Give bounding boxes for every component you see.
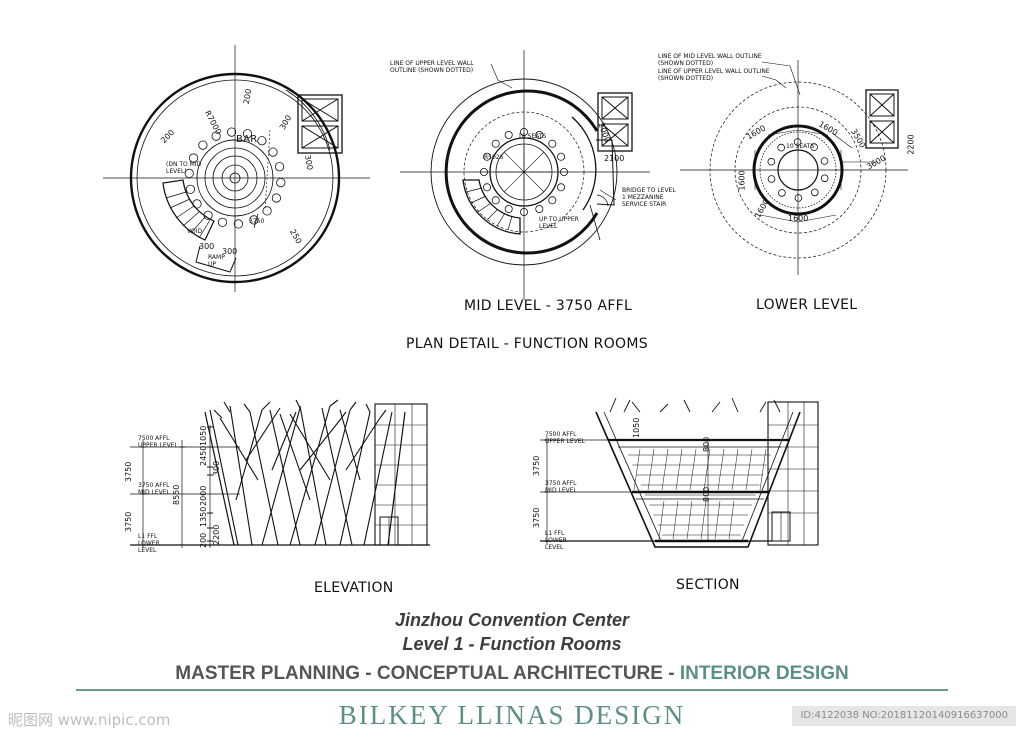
lower-mid-wall-note: LINE OF MID LEVEL WALL OUTLINE (SHOWN DO… — [658, 53, 762, 67]
watermark-logo: 昵图网 www.nipic.com — [8, 711, 171, 729]
elev-mid-level: 3750 AFFL MID LEVEL — [138, 482, 170, 496]
elev-dim-2000: 2000 — [199, 485, 208, 506]
sect-dim-800b: 800 — [702, 486, 711, 502]
lower-dim-2200: 2200 — [906, 134, 916, 155]
elev-upper-level: 7500 AFFL UPPER LEVEL — [138, 435, 178, 449]
elev-dim-2450: 2450 — [199, 445, 208, 466]
elev-dim-8550: 8550 — [172, 484, 181, 505]
elev-dim-200: 200 — [199, 532, 208, 548]
lower-level-plan — [680, 60, 908, 275]
company-brand: BILKEY LLINAS DESIGN — [338, 700, 686, 730]
mid-up-to-upper-note: UP TO UPPER LEVEL — [539, 216, 579, 230]
sect-lower-level: L1 FFL LOWER LEVEL — [545, 530, 567, 551]
upper-level-plan — [103, 45, 370, 292]
elev-dim-2200: 2200 — [212, 524, 221, 545]
elev-dim-1350: 1350 — [199, 506, 208, 527]
watermark-id: ID:4122038 NO:20181120140916637000 — [792, 706, 1016, 726]
lower-level-caption: LOWER LEVEL — [756, 297, 858, 313]
mid-level-plan — [400, 50, 650, 300]
mid-level-caption: MID LEVEL - 3750 AFFL — [464, 298, 633, 314]
elev-dim-1050: 1050 — [199, 425, 208, 446]
upper-dim-3750: 3750 — [249, 218, 265, 225]
void-note: VOID — [187, 228, 203, 235]
dn-to-mid-note: (DN TO MID LEVEL) — [166, 161, 202, 175]
bar-label: BAR — [236, 134, 258, 145]
plan-detail-caption: PLAN DETAIL - FUNCTION ROOMS — [406, 336, 648, 352]
sect-dim-800a: 800 — [702, 436, 711, 452]
tagline-services: MASTER PLANNING - CONCEPTUAL ARCHITECTUR… — [175, 663, 680, 684]
elevation-caption: ELEVATION — [314, 580, 394, 596]
upper-dim-300c: 300 — [199, 242, 215, 251]
sect-dim-1050: 1050 — [632, 417, 641, 438]
section-caption: SECTION — [676, 577, 740, 593]
project-name: Jinzhou Convention Center — [395, 610, 629, 630]
elev-lower-level: L1 FFL LOWER LEVEL — [138, 533, 160, 554]
lower-upper-wall-note: LINE OF UPPER LEVEL WALL OUTLINE (SHOWN … — [658, 68, 770, 82]
sect-upper-level: 7500 AFFL UPPER LEVEL — [545, 431, 585, 445]
tagline-interior-design: INTERIOR DESIGN — [679, 663, 849, 684]
sect-dim-3750a: 3750 — [532, 455, 541, 476]
lower-dim-1600c: 1600 — [737, 170, 747, 191]
elev-dim-3750b: 3750 — [124, 511, 133, 532]
sect-dim-3750b: 3750 — [532, 507, 541, 528]
elevation-drawing — [130, 399, 430, 548]
project-subtitle: Level 1 - Function Rooms — [402, 634, 622, 654]
lower-dim-1600e: 1600 — [788, 214, 809, 223]
mid-bridge-note: BRIDGE TO LEVEL 1 MEZZANINE SERVICE STAI… — [622, 187, 676, 208]
upper-dim-300d: 300 — [222, 247, 238, 256]
elev-dim-300: 300 — [212, 460, 221, 476]
lower-seats-note: 10 SEATS — [786, 143, 815, 150]
sect-mid-level: 3750 AFFL MID LEVEL — [545, 480, 577, 494]
services-tagline: MASTER PLANNING - CONCEPTUAL ARCHITECTUR… — [0, 663, 1024, 685]
mid-upper-wall-note: LINE OF UPPER LEVEL WALL OUTLINE (SHOWN … — [390, 60, 474, 74]
ramp-up-note: RAMP UP — [208, 254, 225, 268]
mid-r5026: R5026 — [484, 154, 504, 161]
mid-seats-note: 16 SEATS — [518, 133, 547, 140]
title-rule — [76, 689, 948, 691]
elev-dim-3750a: 3750 — [124, 461, 133, 482]
section-drawing — [540, 397, 819, 548]
mid-dim-2100: 2100 — [604, 154, 625, 163]
